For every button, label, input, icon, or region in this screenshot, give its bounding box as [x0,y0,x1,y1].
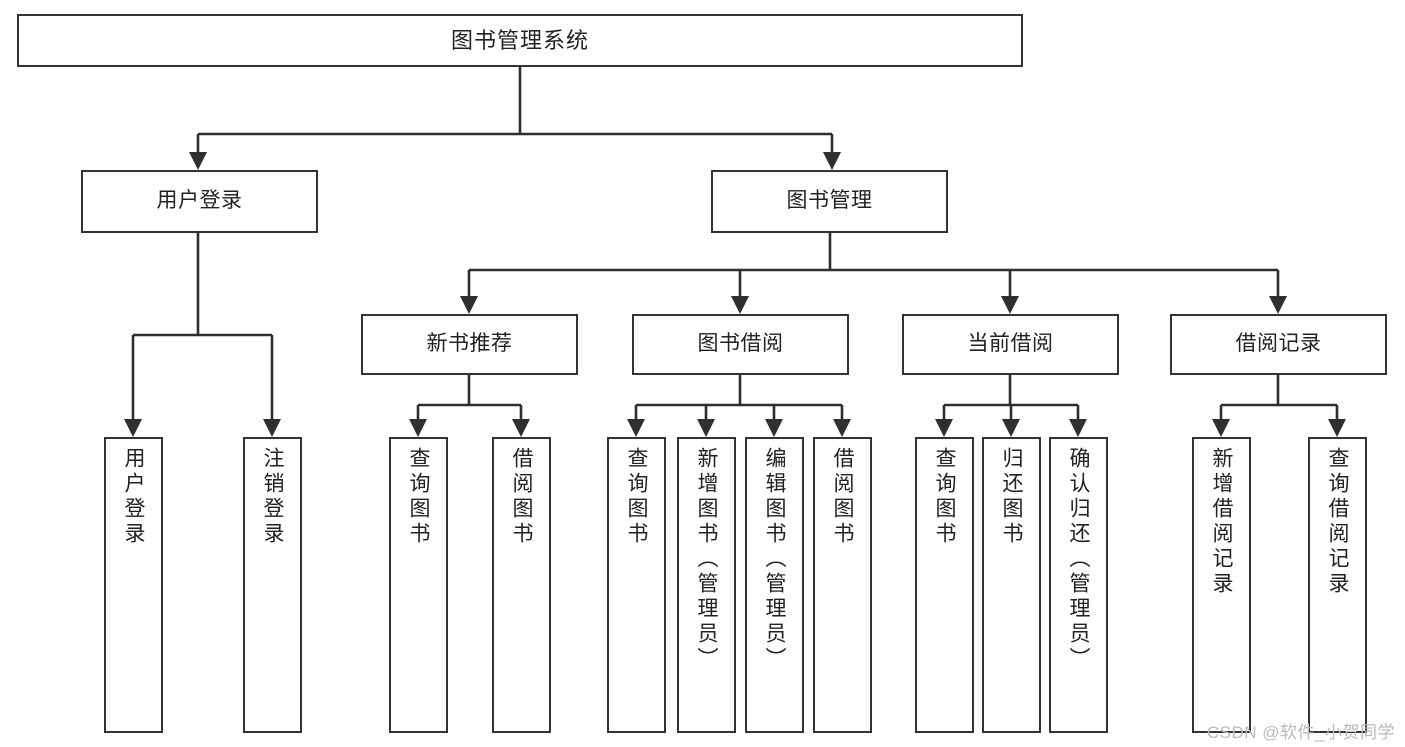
node-leaf-add-record[interactable]: 新增借阅记录 [1192,437,1251,733]
connector-bookmanage-to-level3 [460,233,1287,314]
node-current-borrow[interactable]: 当前借阅 [902,314,1119,375]
node-leaf-borrow-book-2-label: 借阅图书 [831,447,854,547]
connector-currentborrow-to-leaves [935,375,1087,437]
connector-userlogin-to-leaves [124,233,281,437]
node-leaf-return-book[interactable]: 归还图书 [982,437,1041,733]
node-leaf-query-book-1-label: 查询图书 [407,447,430,547]
node-user-login-label: 用户登录 [156,189,243,213]
node-user-login[interactable]: 用户登录 [81,170,318,233]
node-leaf-return-book-label: 归还图书 [1000,447,1023,547]
connector-newbook-to-leaves [409,375,530,437]
connector-borrowrecord-to-leaves [1212,375,1346,437]
node-leaf-borrow-book-2[interactable]: 借阅图书 [813,437,872,733]
node-leaf-borrow-book-1[interactable]: 借阅图书 [492,437,551,733]
node-leaf-query-book-3-label: 查询图书 [933,447,956,547]
node-book-manage[interactable]: 图书管理 [711,170,948,233]
node-leaf-query-record[interactable]: 查询借阅记录 [1308,437,1367,733]
node-borrow-record[interactable]: 借阅记录 [1170,314,1387,375]
node-leaf-add-record-label: 新增借阅记录 [1210,447,1233,597]
csdn-watermark: CSDN @软件_小贺同学 [1206,723,1395,742]
node-leaf-edit-book-label: 编辑图书（管理员） [763,447,786,672]
node-leaf-confirm-return[interactable]: 确认归还（管理员） [1049,437,1108,733]
node-book-manage-label: 图书管理 [786,189,873,213]
node-leaf-user-login-label: 用户登录 [122,447,145,547]
node-leaf-confirm-return-label: 确认归还（管理员） [1067,447,1090,672]
node-new-book-recommend[interactable]: 新书推荐 [361,314,578,375]
node-current-borrow-label: 当前借阅 [967,332,1054,356]
node-leaf-query-book-1[interactable]: 查询图书 [389,437,448,733]
node-book-borrow-label: 图书借阅 [697,332,784,356]
node-leaf-borrow-book-1-label: 借阅图书 [510,447,533,547]
node-book-borrow[interactable]: 图书借阅 [632,314,849,375]
node-leaf-add-book[interactable]: 新增图书（管理员） [677,437,736,733]
node-leaf-query-book-2[interactable]: 查询图书 [607,437,666,733]
node-leaf-query-book-3[interactable]: 查询图书 [915,437,974,733]
connector-root-to-level2 [189,67,841,170]
node-new-book-recommend-label: 新书推荐 [426,332,513,356]
node-root-label: 图书管理系统 [450,27,589,53]
connector-bookborrow-to-leaves [627,375,851,437]
node-leaf-edit-book[interactable]: 编辑图书（管理员） [745,437,804,733]
node-leaf-user-logout[interactable]: 注销登录 [243,437,302,733]
node-leaf-user-logout-label: 注销登录 [261,447,284,547]
node-leaf-query-book-2-label: 查询图书 [625,447,648,547]
node-leaf-query-record-label: 查询借阅记录 [1326,447,1349,597]
node-leaf-add-book-label: 新增图书（管理员） [695,447,718,672]
node-root[interactable]: 图书管理系统 [17,14,1023,67]
node-borrow-record-label: 借阅记录 [1235,332,1322,356]
node-leaf-user-login[interactable]: 用户登录 [104,437,163,733]
